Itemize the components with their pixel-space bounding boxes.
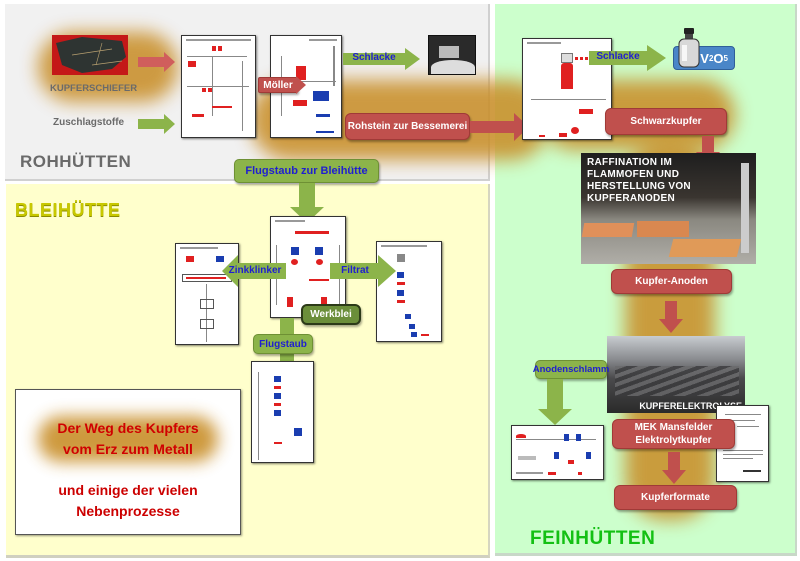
infobox-line2: vom Erz zum Metall: [63, 441, 193, 457]
kupferschiefer-photo: [52, 35, 128, 75]
green-arrow-schlacke-roh: [343, 48, 420, 70]
green-arrow-zinkklinker: [222, 255, 286, 287]
diagram-rheniumgewinnung: [376, 241, 442, 342]
infobox-line3: und einige der vielen: [58, 482, 198, 498]
infobox-line4: Nebenprozesse: [76, 503, 180, 519]
raffination-caption: RAFFINATION IM FLAMMOFEN UND HERSTELLUNG…: [587, 157, 691, 204]
label-zinkklinker: Zinkklinker: [228, 264, 282, 276]
green-arrow-zuschlagstoffe: [138, 114, 175, 134]
diagram-flugstaub: [251, 361, 314, 463]
diagram-anodenschlamm: [511, 425, 604, 480]
diagram-moellervorbereitung: [181, 35, 256, 138]
section-title-feinhuetten: FEINHÜTTEN: [530, 528, 656, 549]
label-schlacke-fein: Schlacke: [596, 50, 640, 62]
green-arrow-schlacke-fein: [589, 45, 666, 71]
label-moeller: Möller: [258, 77, 298, 93]
raffination-photo: RAFFINATION IM FLAMMOFEN UND HERSTELLUNG…: [581, 153, 756, 264]
label-werkblei: Werkblei: [301, 304, 361, 325]
label-rohstein-zur-bessemerei: Rohstein zur Bessemerei: [345, 113, 470, 140]
green-arrow-flugstaub-bleihuette: [290, 183, 324, 223]
zuschlagstoffe-label: Zuschlagstoffe: [53, 117, 125, 128]
ore-rock-icon: [56, 37, 126, 73]
green-arrow-anodenschlamm: [538, 379, 572, 425]
label-kupfer-anoden: Kupfer-Anoden: [611, 269, 732, 294]
green-arrow-filtrat: [330, 255, 396, 287]
label-mek-mansfelder-elektrolytkupfer: MEK Mansfelder Elektrolytkupfer: [612, 419, 735, 449]
red-arrow-kupfer-anoden: [659, 301, 683, 333]
label-schlacke-roh: Schlacke: [352, 52, 396, 63]
section-title-bleihuette: BLEIHÜTTE: [15, 200, 121, 220]
red-arrow-moeller: [296, 76, 306, 94]
label-flugstaub-zur-bleihuette: Flugstaub zur Bleihütte: [234, 159, 379, 183]
label-filtrat: Filtrat: [341, 264, 369, 276]
label-flugstaub: Flugstaub: [253, 334, 313, 354]
kupferelektrolyse-caption: KUPFERELEKTROLYSE: [639, 401, 742, 411]
title-infobox: Der Weg des Kupfers vom Erz zum Metall un…: [15, 389, 241, 535]
kupferschiefer-label: KUPFERSCHIEFER: [50, 83, 138, 94]
label-anodenschlamm: Anodenschlamm: [533, 360, 609, 379]
section-title-rohhuetten: ROHHÜTTEN: [20, 152, 132, 171]
red-arrow-mek: [662, 452, 686, 484]
label-kupferformate: Kupferformate: [614, 485, 737, 510]
mek-certificate-document: [716, 405, 769, 482]
infobox-line1: Der Weg des Kupfers: [57, 420, 199, 436]
kupferelektrolyse-photo: KUPFERELEKTROLYSE: [607, 336, 745, 413]
bottle-icon: [678, 28, 700, 68]
red-arrow-kupferschiefer: [138, 52, 175, 72]
diagram-zinkklinker: [175, 243, 239, 345]
schlacke-photo: [428, 35, 476, 75]
label-schwarzkupfer: Schwarzkupfer: [605, 108, 727, 135]
red-arrow-rohstein: [470, 113, 529, 141]
